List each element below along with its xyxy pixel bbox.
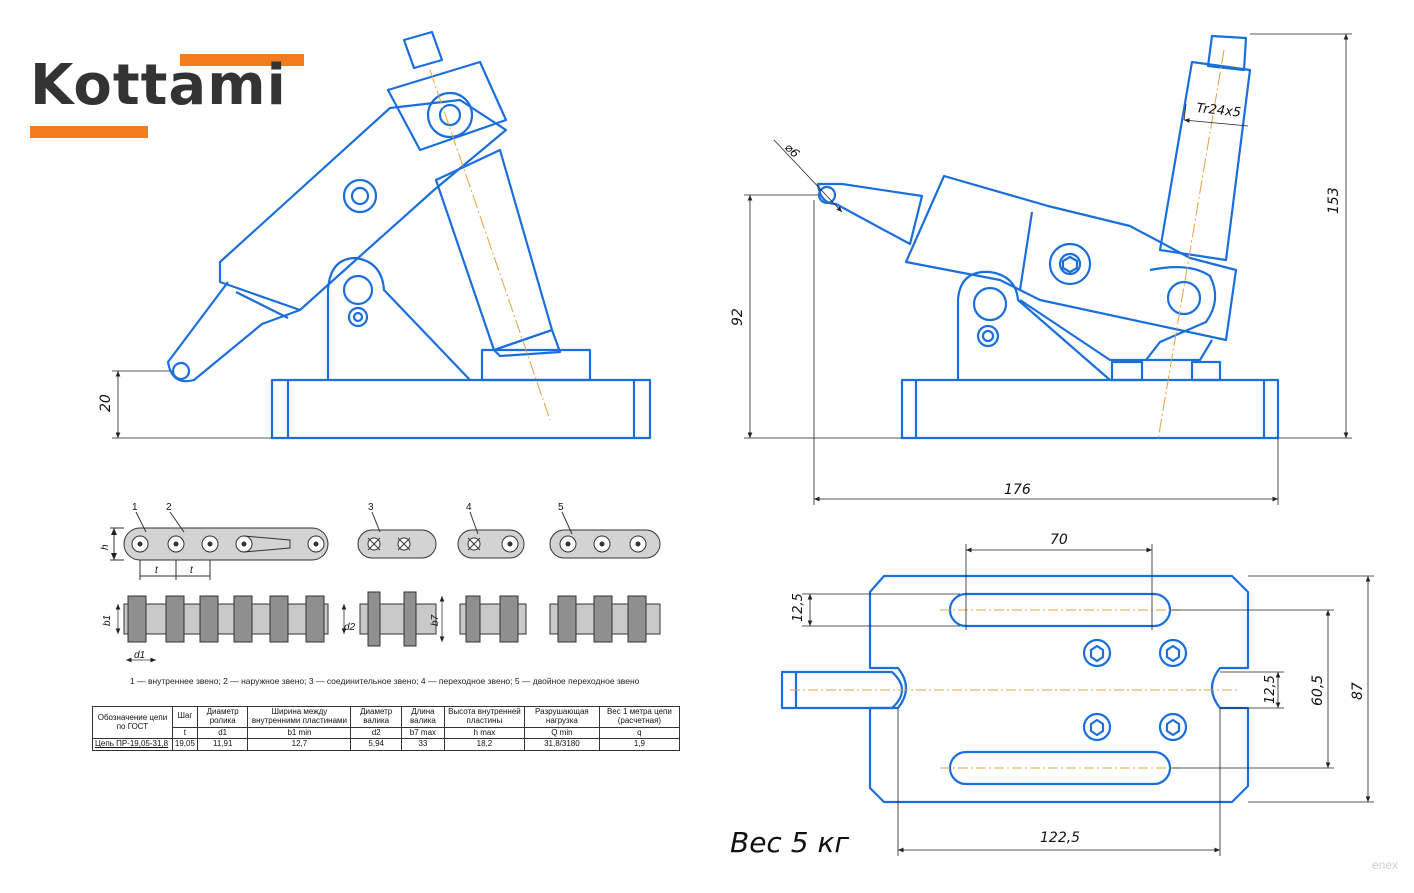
- chain-label-b7: b7: [430, 614, 441, 626]
- chain-label-b1: b1: [102, 615, 113, 626]
- table-symbol: h max: [443, 726, 525, 740]
- table-header-row: Обозначение цепи по ГОСТ Шаг Диаметр рол…: [92, 705, 681, 740]
- chain-number-1: 1: [132, 502, 138, 513]
- table-symbol: b1 min: [247, 726, 352, 740]
- table-header: Обозначение цепи по ГОСТ: [92, 705, 173, 740]
- table-row: Цепь ПР-19,05-31,8 19,05 11,91 12,7 5,94…: [92, 738, 681, 752]
- watermark: enex: [1371, 858, 1398, 872]
- dim-thread-label: Tr24x5: [1196, 101, 1242, 121]
- table-cell: 5,94: [350, 738, 402, 752]
- table-header: Разрушающая нагрузка: [523, 706, 600, 728]
- plate-centerlines: [790, 609, 1240, 769]
- table-symbol: t: [171, 726, 198, 740]
- table-header: Длина валика: [400, 706, 445, 728]
- dim-20-label: 20: [98, 394, 114, 412]
- chain-label-d1: d1: [134, 650, 145, 661]
- table-symbol: b7 max: [400, 726, 445, 740]
- dim-153-label: 153: [1326, 187, 1342, 214]
- table-symbol: d1: [196, 726, 249, 740]
- dim-dia-label: ⌀6: [782, 140, 803, 161]
- chain-number-3: 3: [368, 502, 374, 513]
- logo-bar-top: [180, 54, 304, 66]
- table-symbol-row: t d1 b1 min d2 b7 max h max Q min q: [93, 726, 681, 740]
- dim-1225-label: 122,5: [1040, 830, 1080, 846]
- dim-70-label: 70: [1050, 532, 1068, 548]
- table-cell: 31,8/3180: [523, 738, 600, 752]
- table-symbol: d2: [350, 726, 402, 740]
- chain-diagrams: 1 2 3 4 5 h t t b1 d1 d2 b7: [100, 502, 661, 663]
- logo: Kottami: [30, 53, 287, 118]
- logo-bar-bottom: [30, 126, 148, 138]
- table-cell: 19,05: [171, 738, 198, 752]
- chain-number-5: 5: [558, 502, 564, 513]
- table-symbol: q: [598, 726, 681, 740]
- chain-number-2: 2: [166, 502, 172, 513]
- dim-left-20: [112, 370, 272, 439]
- jack-side-view: [166, 30, 652, 440]
- chain-label-t1: t: [155, 565, 159, 576]
- centerline: [429, 69, 551, 421]
- table-cell: 18,2: [443, 738, 525, 752]
- table-cell: 11,91: [196, 738, 249, 752]
- dims-plate: [802, 544, 1374, 856]
- chain-label-t2: t: [190, 565, 194, 576]
- jack-front-view: [816, 34, 1280, 440]
- dim-87-label: 87: [1350, 682, 1366, 700]
- dim-605-label: 60,5: [1310, 675, 1326, 706]
- table-header: Высота внутренней пластины: [443, 706, 525, 728]
- table-cell: 1,9: [598, 738, 681, 752]
- table-header: Диаметр ролика: [196, 706, 249, 728]
- dims-right-view: [744, 33, 1352, 505]
- table-cell: 33: [400, 738, 445, 752]
- table-header: Ширина между внутренними пластинами: [247, 706, 352, 728]
- chain-spec-table: Обозначение цепи по ГОСТ Шаг Диаметр рол…: [92, 705, 681, 752]
- dim-92-label: 92: [730, 308, 746, 326]
- dim-125a-label: 12,5: [791, 593, 806, 622]
- table-header: Шаг: [171, 706, 198, 728]
- chain-legend: 1 — внутреннее звено; 2 — наружное звено…: [130, 676, 640, 686]
- table-header: Диаметр валика: [350, 706, 402, 728]
- chain-label-h: h: [100, 544, 111, 550]
- weight-label: Вес 5 кг: [730, 826, 850, 859]
- table-cell-chain[interactable]: Цепь ПР-19,05-31,8: [92, 738, 173, 752]
- chain-number-4: 4: [466, 502, 472, 513]
- table-symbol: Q min: [523, 726, 600, 740]
- dim-125b-label: 12,5: [1263, 675, 1278, 704]
- table-cell: 12,7: [247, 738, 352, 752]
- dim-176-label: 176: [1004, 482, 1031, 498]
- chain-label-d2: d2: [344, 622, 356, 633]
- table-header: Вес 1 метра цепи (расчетная): [598, 706, 681, 728]
